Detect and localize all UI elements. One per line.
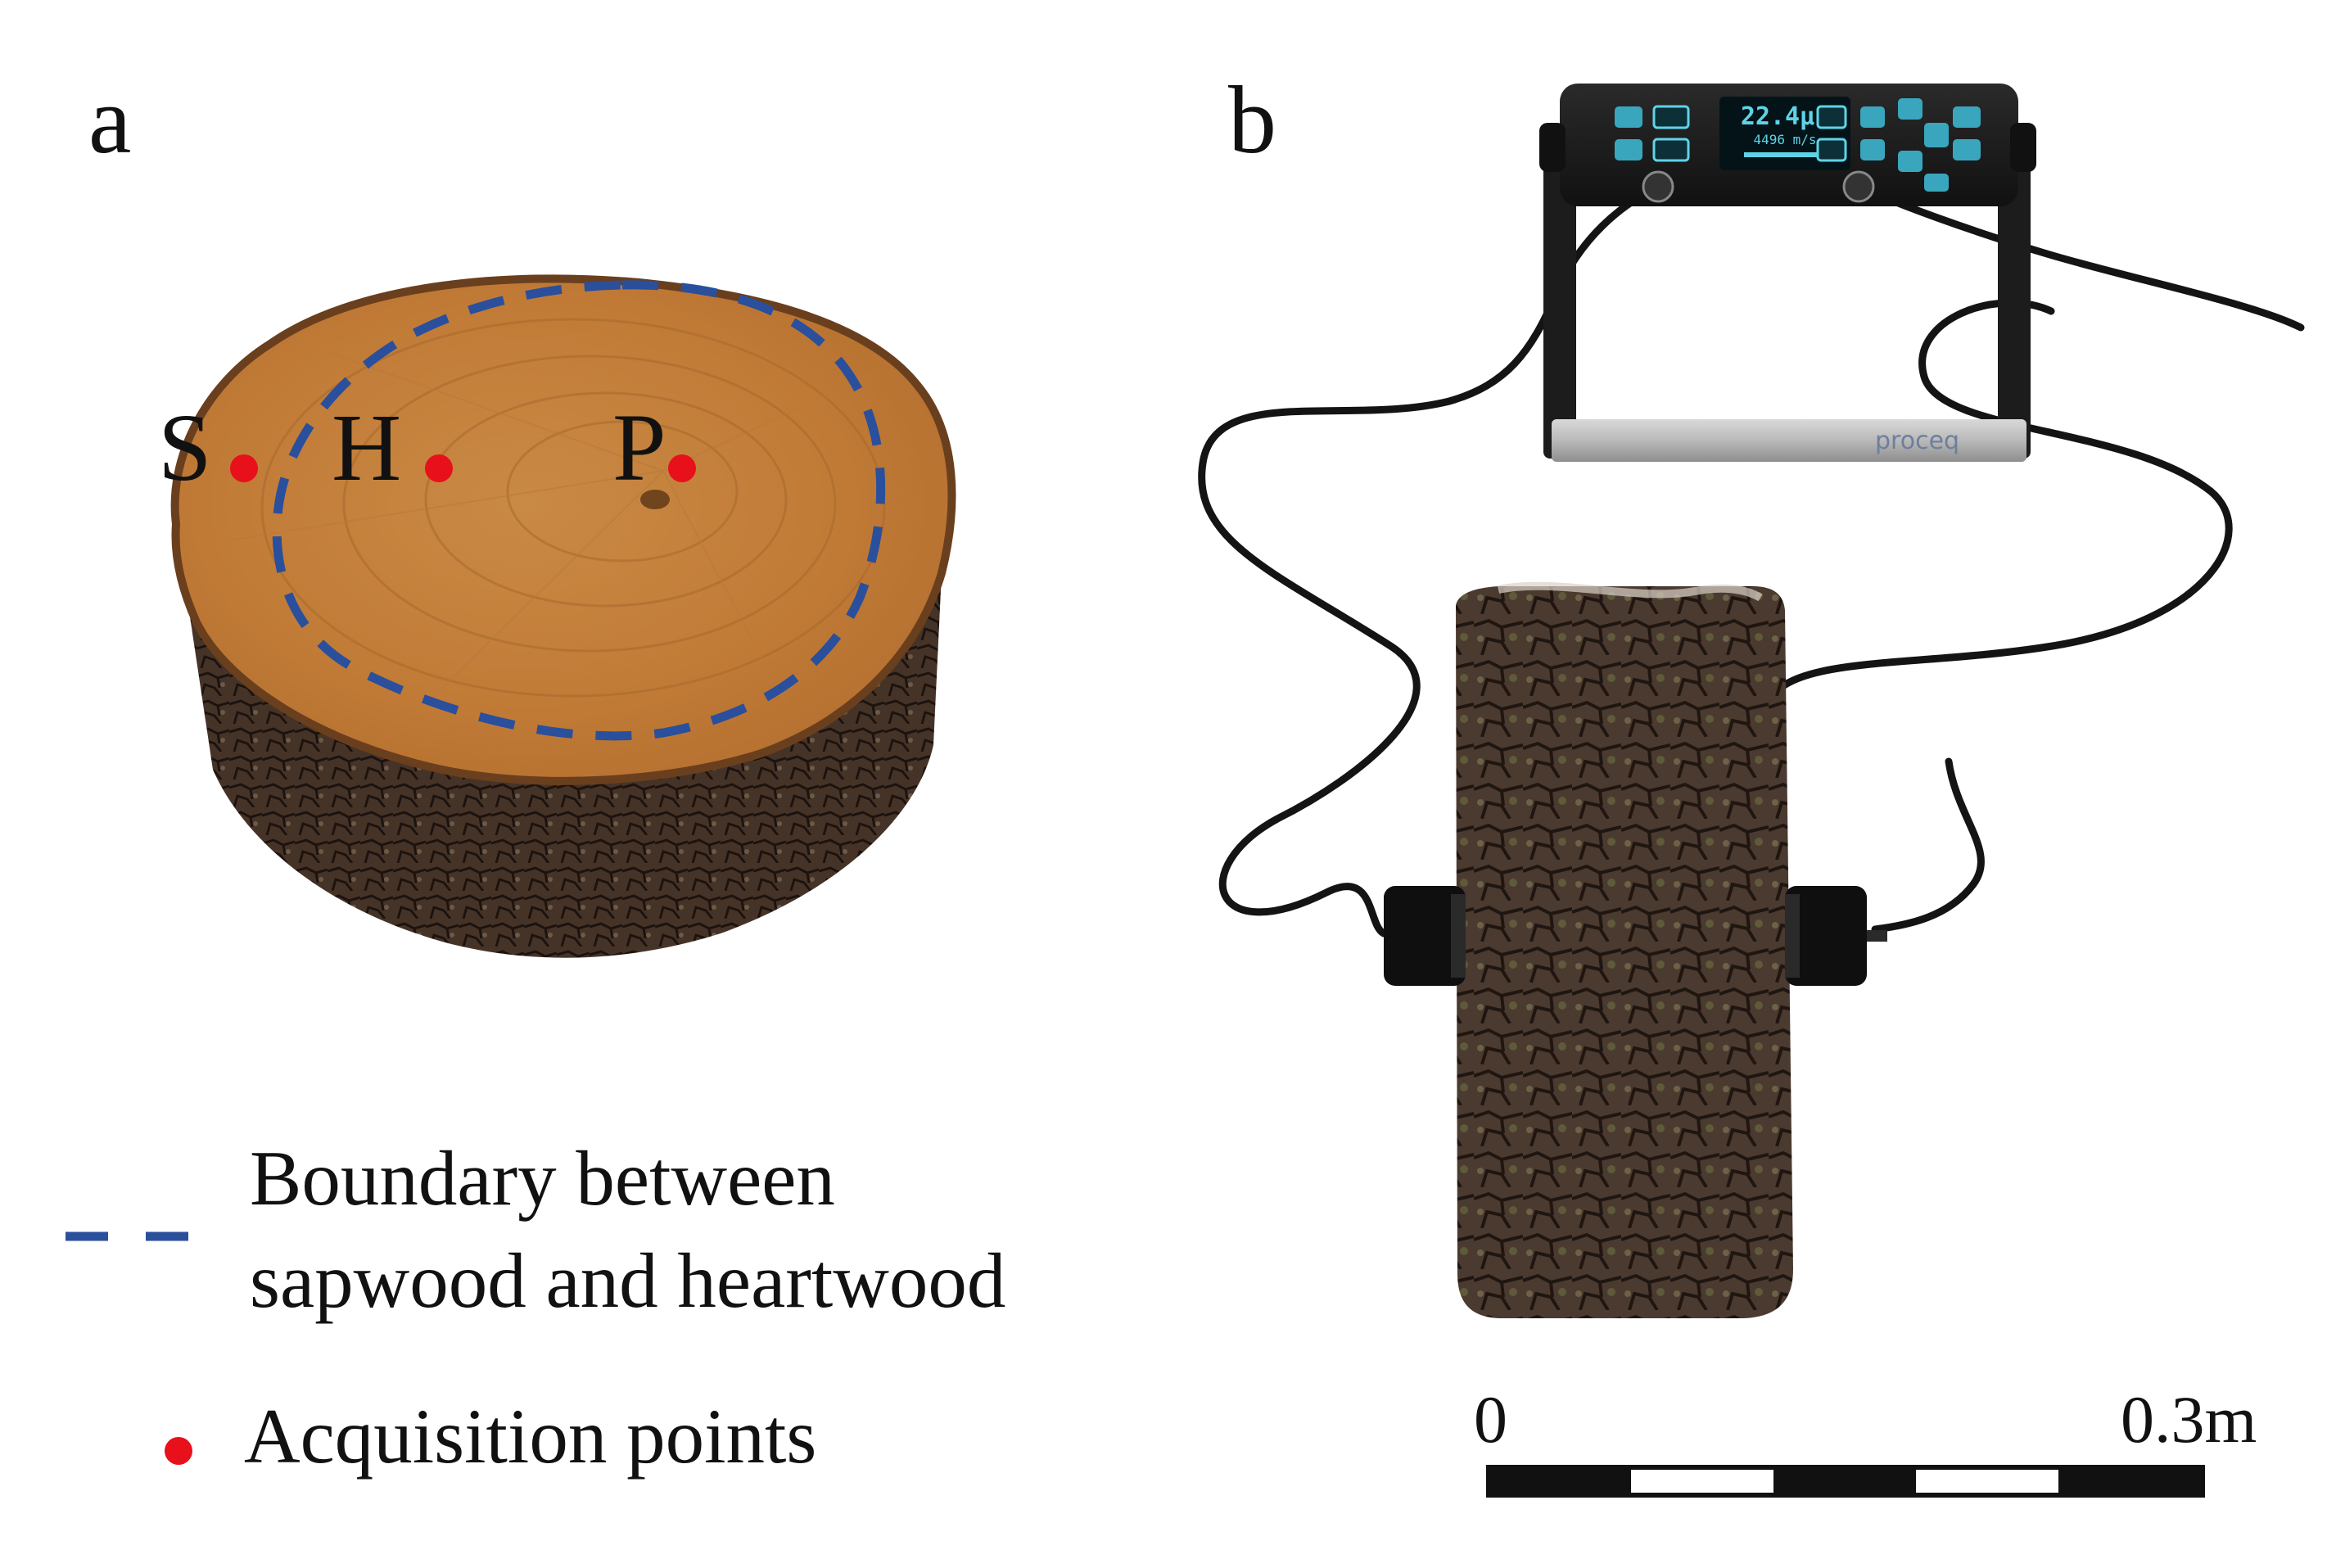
acquisition-point-p bbox=[668, 454, 696, 482]
acquisition-point-s bbox=[230, 454, 258, 482]
device-buttons-left bbox=[1615, 105, 1690, 162]
sensor-cables bbox=[1198, 183, 2305, 938]
log-sample-photo bbox=[1456, 581, 1793, 1318]
device-dpad bbox=[1816, 98, 1981, 192]
legend-boundary-label-line1: Boundary between bbox=[250, 1135, 835, 1222]
log-bark-surface bbox=[1456, 586, 1793, 1318]
connector-right-icon bbox=[1842, 170, 1875, 203]
legend-points-label: Acquisition points bbox=[244, 1393, 817, 1480]
legend-red-dot-icon bbox=[165, 1437, 192, 1465]
scale-min-label: 0 bbox=[1474, 1382, 1507, 1457]
wood-disc-photo bbox=[170, 274, 956, 958]
panel-label-a: a bbox=[88, 66, 132, 174]
device-frame: proceq bbox=[1543, 156, 2031, 462]
point-label-h: H bbox=[332, 394, 402, 501]
ultrasonic-device: 22.4μs 4496 m/s bbox=[1539, 84, 2036, 206]
point-label-p: P bbox=[612, 394, 666, 501]
lcd-velocity-reading: 4496 m/s bbox=[1753, 132, 1816, 147]
scale-bar bbox=[1486, 1465, 2205, 1498]
heartwood-boundary-line bbox=[272, 280, 886, 741]
device-brand-label: proceq bbox=[1875, 427, 1959, 455]
wood-cross-section bbox=[170, 274, 956, 785]
legend-boundary-label-line2: sapwood and heartwood bbox=[250, 1237, 1006, 1324]
connector-left-icon bbox=[1642, 170, 1674, 203]
point-label-s: S bbox=[158, 394, 212, 501]
scale-max-label: 0.3m bbox=[2121, 1382, 2257, 1457]
transducer-right bbox=[1785, 886, 1867, 986]
lcd-time-reading: 22.4μs bbox=[1741, 102, 1829, 131]
transducer-left bbox=[1384, 886, 1466, 986]
panel-label-b: b bbox=[1228, 66, 1276, 174]
acquisition-point-h bbox=[425, 454, 453, 482]
